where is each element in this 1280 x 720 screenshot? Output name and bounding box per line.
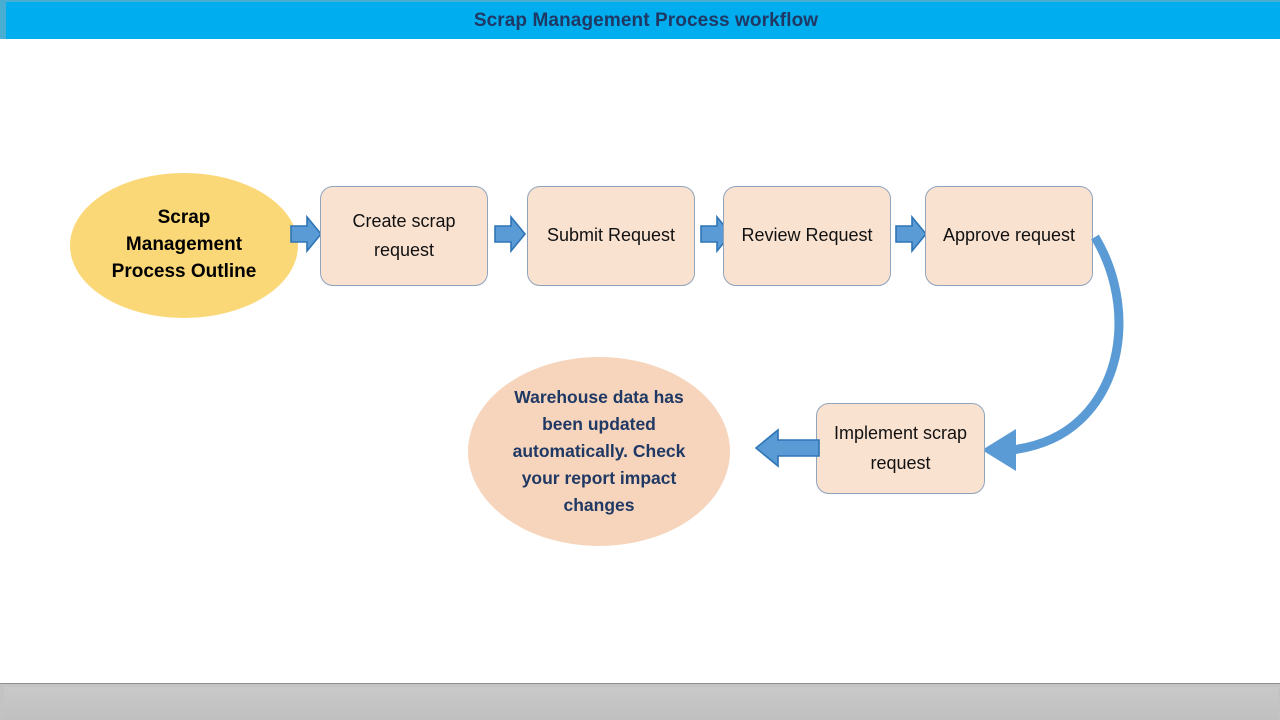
step-label: Create scrap request [352, 210, 456, 260]
header-band: Scrap Management Process workflow [0, 0, 1280, 39]
page-title: Scrap Management Process workflow [473, 10, 819, 31]
curve-approve-to-implement-icon [960, 215, 1160, 485]
arrow-implement-to-end-icon [754, 428, 820, 468]
start-node-scrap-management-process-outline[interactable]: Scrap Management Process Outline [70, 173, 298, 318]
arrow-start-to-create-icon [290, 214, 323, 254]
step-box-implement-scrap-request[interactable]: Implement scrap request [816, 403, 985, 494]
arrow-review-to-approve-icon [895, 214, 928, 254]
step-label: Submit Request [546, 225, 676, 246]
end-node-warehouse-data-updated[interactable]: Warehouse data has been updated automati… [468, 357, 730, 546]
step-label: Implement scrap request [833, 423, 968, 473]
step-box-review-request[interactable]: Review Request [723, 186, 891, 286]
end-node-label: Warehouse data has been updated automati… [512, 387, 686, 515]
step-label: Review Request [741, 225, 873, 246]
arrow-create-to-submit-icon [494, 214, 527, 254]
step-box-approve-request[interactable]: Approve request [925, 186, 1093, 286]
step-label: Approve request [942, 225, 1076, 246]
step-box-create-scrap-request[interactable]: Create scrap request [320, 186, 488, 286]
start-node-label: Scrap Management Process Outline [111, 207, 257, 282]
footer-bar [0, 683, 1280, 720]
step-box-submit-request[interactable]: Submit Request [527, 186, 695, 286]
